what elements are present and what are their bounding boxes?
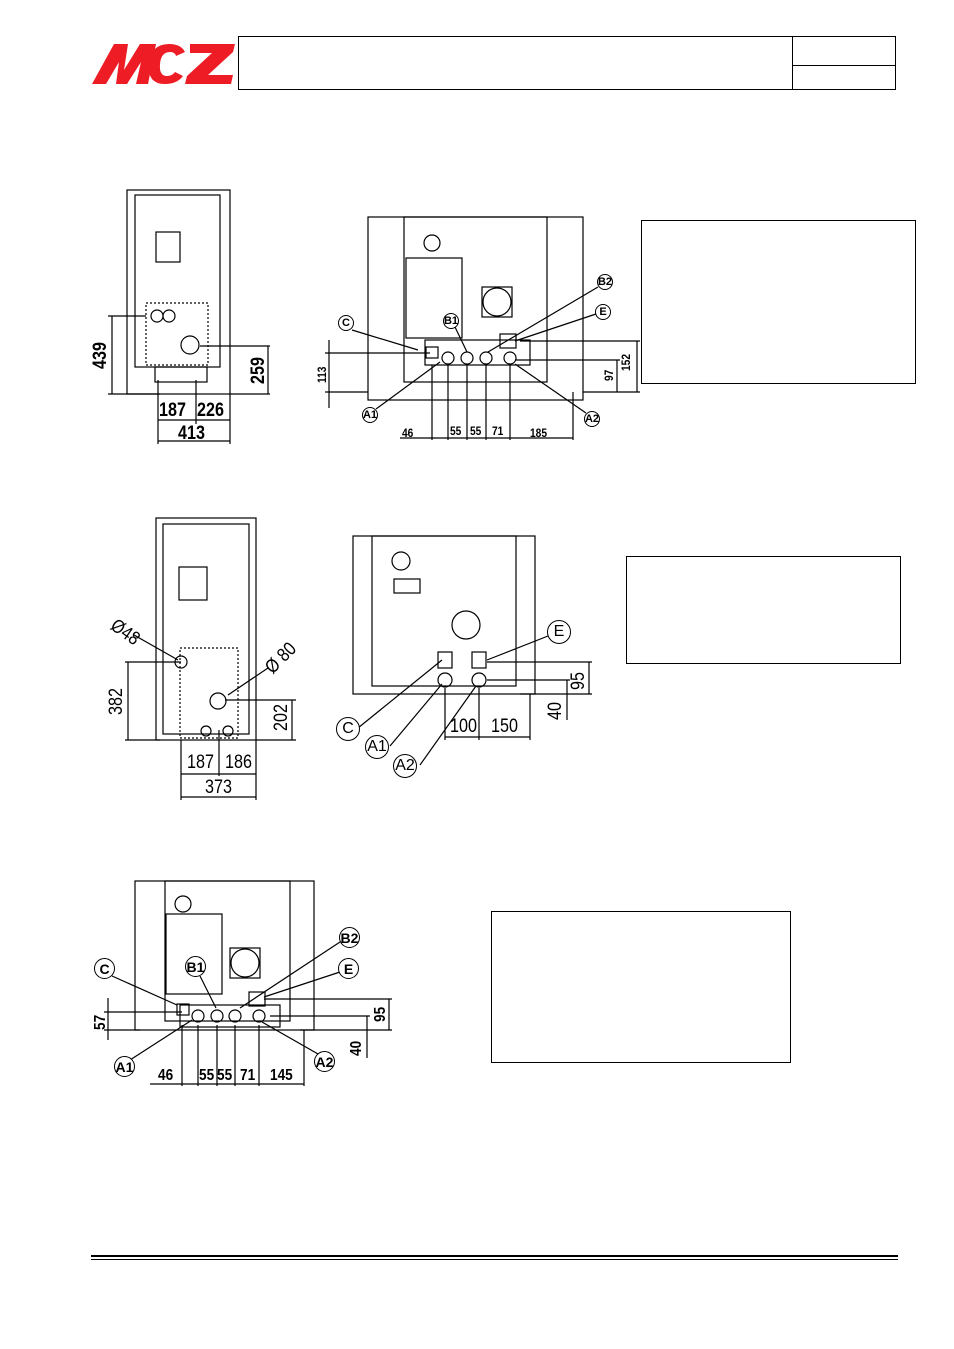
fig5-dim-1: 46 [158, 1067, 174, 1084]
fig2-height-e: 152 [619, 353, 633, 371]
fig5-height-c: 57 [92, 1014, 109, 1030]
fig3-height-outlet: 202 [271, 704, 292, 731]
fig2-dim-3: 55 [470, 424, 482, 438]
fig2-tag-a2: A2 [584, 411, 600, 427]
fig2-dim-4: 71 [492, 424, 504, 438]
fig5-dim-4: 71 [240, 1067, 256, 1084]
fig5-dim-5: 145 [270, 1067, 293, 1084]
fig5-tag-b2: B2 [339, 927, 360, 948]
fig4-tag-c: C [336, 717, 360, 741]
note-box-2 [626, 556, 901, 664]
fig5-dim-3: 55 [217, 1067, 233, 1084]
fig2-tag-b2: B2 [597, 274, 613, 290]
fig2-tag-b1: B1 [443, 313, 459, 329]
fig4-tag-e: E [547, 620, 571, 644]
fig2-dim-1: 46 [402, 426, 414, 440]
note-box-3 [491, 911, 791, 1063]
fig2-height-a2: 97 [602, 369, 616, 381]
fig1-width-total: 413 [178, 423, 205, 444]
fig2-rear-view [325, 216, 640, 440]
fig2-dim-2: 55 [450, 424, 462, 438]
mcz-logo [92, 44, 235, 84]
title-block-side-cells [792, 37, 895, 89]
fig4-height-a: 40 [545, 702, 566, 720]
fig5-tag-a2: A2 [314, 1051, 335, 1072]
fig4-height-e: 95 [568, 672, 589, 690]
note-box-1 [641, 220, 916, 384]
fig3-width-left: 187 [187, 752, 214, 773]
fig2-dim-5: 185 [530, 426, 548, 440]
fig5-height-e: 95 [372, 1006, 389, 1022]
footer-rule-thin [91, 1259, 898, 1260]
fig5-tag-e: E [338, 958, 359, 979]
fig3-side-view [125, 517, 296, 800]
fig4-dim-2: 150 [491, 716, 518, 737]
fig2-tag-c: C [338, 315, 354, 331]
title-block [238, 36, 896, 90]
fig1-height-total: 439 [90, 342, 111, 369]
fig1-height-outlet: 259 [248, 357, 269, 384]
fig5-tag-c: C [94, 958, 115, 979]
fig1-width-right: 226 [197, 400, 224, 421]
fig2-height-c: 113 [315, 366, 329, 383]
fig4-dim-1: 100 [450, 716, 477, 737]
fig4-tag-a2: A2 [393, 754, 417, 778]
fig2-tag-a1: A1 [362, 407, 378, 423]
fig5-rear-view [104, 880, 392, 1086]
fig5-tag-b1: B1 [185, 956, 206, 977]
fig5-height-a: 40 [348, 1040, 365, 1056]
fig3-height-total: 382 [106, 688, 127, 715]
fig1-width-left: 187 [159, 400, 186, 421]
fig5-dim-2: 55 [199, 1067, 215, 1084]
fig2-tag-e: E [595, 304, 611, 320]
fig1-side-view [108, 189, 270, 444]
fig3-width-right: 186 [225, 752, 252, 773]
fig4-tag-a1: A1 [365, 735, 389, 759]
fig3-width-total: 373 [205, 777, 232, 798]
fig5-tag-a1: A1 [114, 1056, 135, 1077]
fig4-rear-view [352, 535, 592, 766]
footer-rule [91, 1255, 898, 1257]
